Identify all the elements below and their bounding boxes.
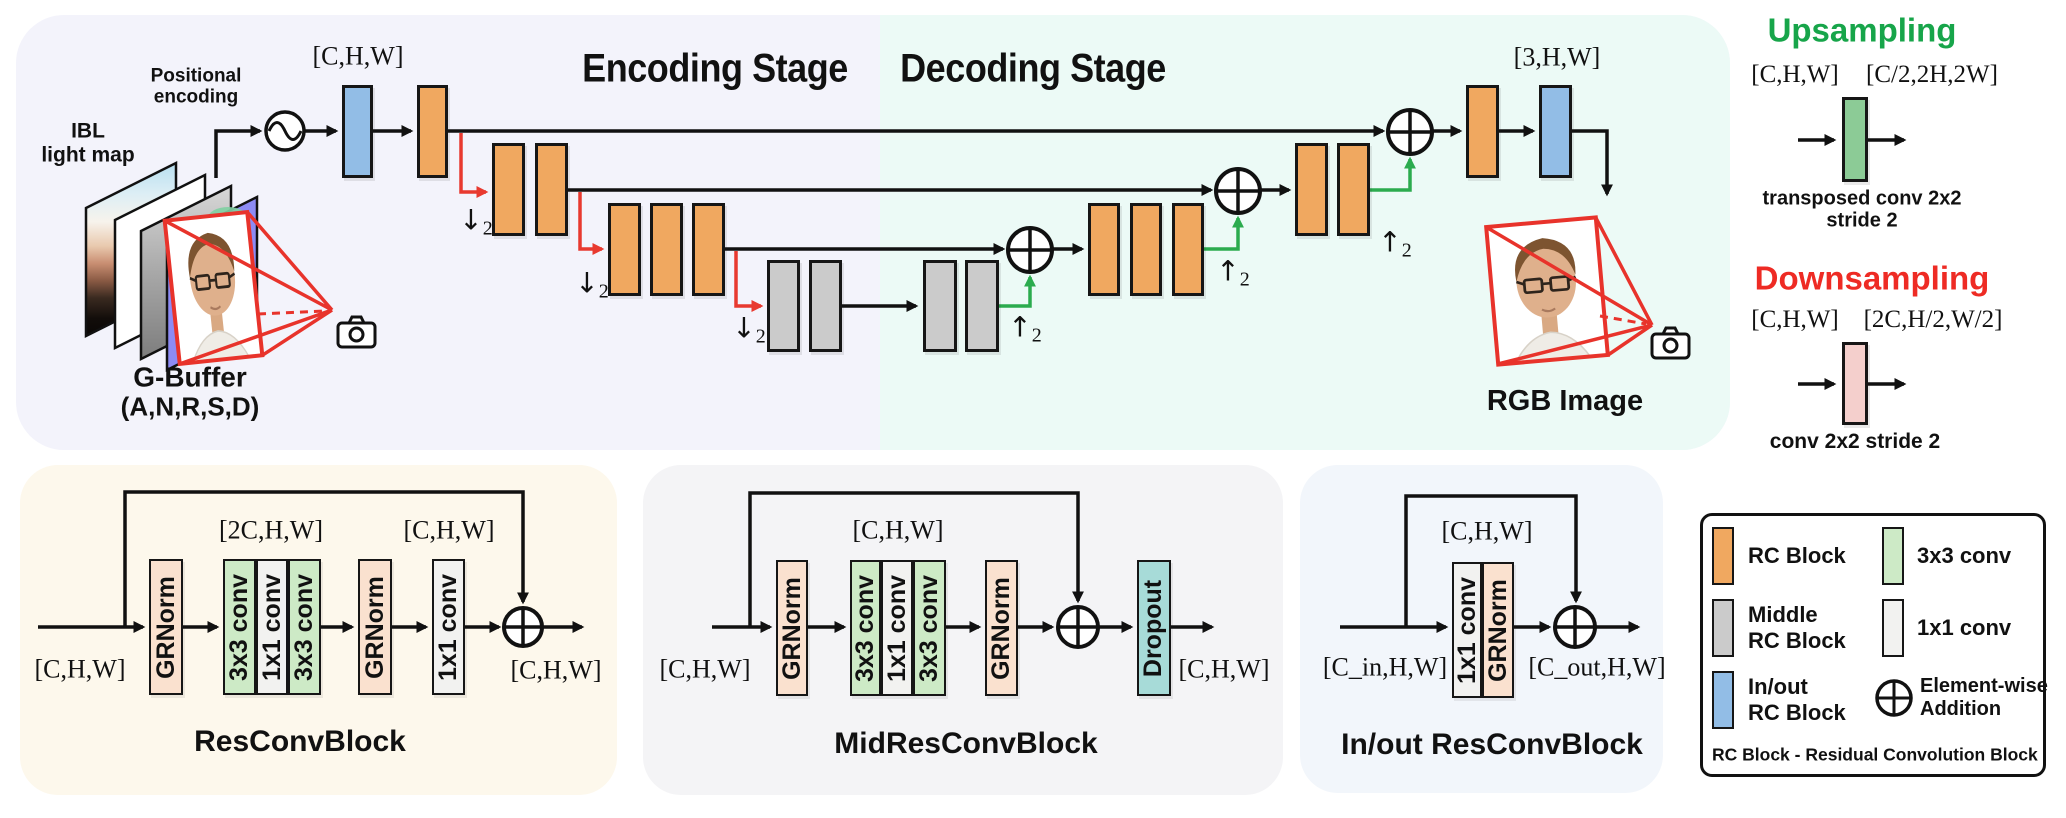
rc-block	[1088, 203, 1120, 296]
legend-middle-rc-label: Middle RC Block	[1748, 602, 1846, 653]
conv3x3-block: 3x3 conv	[850, 560, 881, 696]
conv3x3-block: 3x3 conv	[913, 560, 946, 696]
downsample-desc: conv 2x2 stride 2	[1769, 430, 1941, 454]
downsample-x2-label: ↓2	[459, 203, 493, 240]
upsample-x2-label: ↑2	[1008, 310, 1042, 347]
legend-rc-label: RC Block	[1748, 543, 1846, 568]
rc-block	[1295, 143, 1328, 236]
rc-block	[1172, 203, 1204, 296]
middle-rc-block	[923, 260, 957, 352]
inout-out-dim: [C_out,H,W]	[1528, 652, 1666, 682]
middle-rc-block	[767, 260, 800, 352]
downsample-x2-label: ↓2	[732, 311, 766, 348]
plus-circle-icon	[1006, 108, 1434, 274]
rgb-image-label: RGB Image	[1486, 384, 1644, 417]
rc-block	[650, 203, 683, 296]
res-out-dim: [C,H,W]	[510, 655, 602, 685]
mid-out-dim: [C,H,W]	[1178, 654, 1270, 684]
upsample-in-dim: [C,H,W]	[1751, 61, 1839, 88]
mid-mid-dim: [C,H,W]	[852, 515, 944, 545]
resconvblock-title: ResConvBlock	[194, 725, 406, 759]
legend-conv1-label: 1x1 conv	[1917, 615, 2012, 640]
conv1x1-swatch	[1882, 599, 1904, 657]
rc-block	[608, 203, 641, 296]
input-dim-label: [C,H,W]	[312, 41, 404, 71]
positional-encoding-label: Positional encoding	[150, 65, 242, 108]
mid-in-dim: [C,H,W]	[659, 654, 751, 684]
grnorm-block: GRNorm	[149, 559, 183, 695]
upsample-out-dim: [C/2,2H,2W]	[1866, 61, 1998, 88]
rc-block	[692, 203, 725, 296]
downsample-out-dim: [2C,H/2,W/2]	[1863, 306, 2003, 333]
middle-rc-block	[965, 260, 999, 352]
rc-block	[1466, 85, 1499, 178]
transposed-conv-block	[1842, 97, 1868, 182]
rgb-output-frustum	[1484, 215, 1691, 367]
camera-icon	[336, 315, 377, 349]
res-mid-dim: [2C,H,W]	[219, 515, 323, 545]
strided-conv-block	[1842, 342, 1868, 425]
dropout-block: Dropout	[1137, 560, 1171, 696]
middle-rc-block-swatch	[1712, 599, 1734, 657]
res-conv-dim: [C,H,W]	[403, 515, 495, 545]
inout-in-dim: [C_in,H,W]	[1322, 652, 1448, 682]
downsample-in-dim: [C,H,W]	[1751, 306, 1839, 333]
legend-conv3-label: 3x3 conv	[1917, 543, 2012, 568]
upsample-x2-label: ↑2	[1216, 254, 1250, 291]
inout-rc-block	[342, 85, 373, 178]
ibl-light-map-label: IBL light map	[41, 119, 135, 166]
positional-encoding-icon	[264, 110, 306, 152]
rc-block	[1130, 203, 1162, 296]
conv1x1-block: 1x1 conv	[256, 559, 288, 695]
upsample-desc: transposed conv 2x2 stride 2	[1762, 187, 1962, 232]
conv3x3-block: 3x3 conv	[288, 559, 321, 695]
rc-block	[535, 143, 568, 236]
conv1x1-block: 1x1 conv	[432, 559, 465, 695]
gbuffer-camera-frustum	[162, 209, 377, 367]
grnorm-block: GRNorm	[776, 560, 808, 696]
gbuffer-label: G-Buffer	[133, 361, 247, 393]
plus-circle-icon	[1875, 679, 1913, 717]
midresconvblock-title: MidResConvBlock	[834, 727, 1098, 761]
legend-addition-label: Element-wise Addition	[1920, 675, 2048, 720]
downsampling-title: Downsampling	[1754, 259, 1990, 297]
inout-resconvblock-title: In/out ResConvBlock	[1341, 728, 1643, 762]
inout-rc-block	[1539, 85, 1572, 178]
encoding-stage-title: Encoding Stage	[582, 46, 848, 91]
conv1x1-block: 1x1 conv	[1452, 562, 1482, 698]
upsample-x2-label: ↑2	[1378, 225, 1412, 262]
gbuffer-channels-label: (A,N,R,S,D)	[120, 391, 260, 422]
grnorm-block: GRNorm	[1482, 562, 1514, 698]
legend-box	[1700, 513, 2046, 777]
conv1x1-block: 1x1 conv	[881, 560, 913, 696]
conv3x3-swatch	[1882, 527, 1904, 585]
rc-block-swatch	[1712, 527, 1734, 585]
decoding-stage-title: Decoding Stage	[900, 46, 1166, 91]
upsampling-title: Upsampling	[1767, 11, 1957, 49]
inout-rc-block-swatch	[1712, 671, 1734, 729]
output-dim-label: [3,H,W]	[1513, 42, 1601, 72]
middle-rc-block	[809, 260, 842, 352]
rc-block	[1337, 143, 1370, 236]
legend-footnote: RC Block - Residual Convolution Block	[1712, 744, 2038, 765]
inout-mid-dim: [C,H,W]	[1441, 516, 1533, 546]
conv3x3-block: 3x3 conv	[223, 559, 256, 695]
rc-block	[417, 85, 448, 178]
res-in-dim: [C,H,W]	[34, 654, 126, 684]
legend-inout-rc-label: In/out RC Block	[1748, 674, 1846, 725]
grnorm-block: GRNorm	[358, 559, 392, 695]
grnorm-block: GRNorm	[985, 560, 1018, 696]
rc-block	[492, 143, 525, 236]
downsample-x2-label: ↓2	[575, 266, 609, 303]
camera-icon	[1650, 326, 1691, 360]
